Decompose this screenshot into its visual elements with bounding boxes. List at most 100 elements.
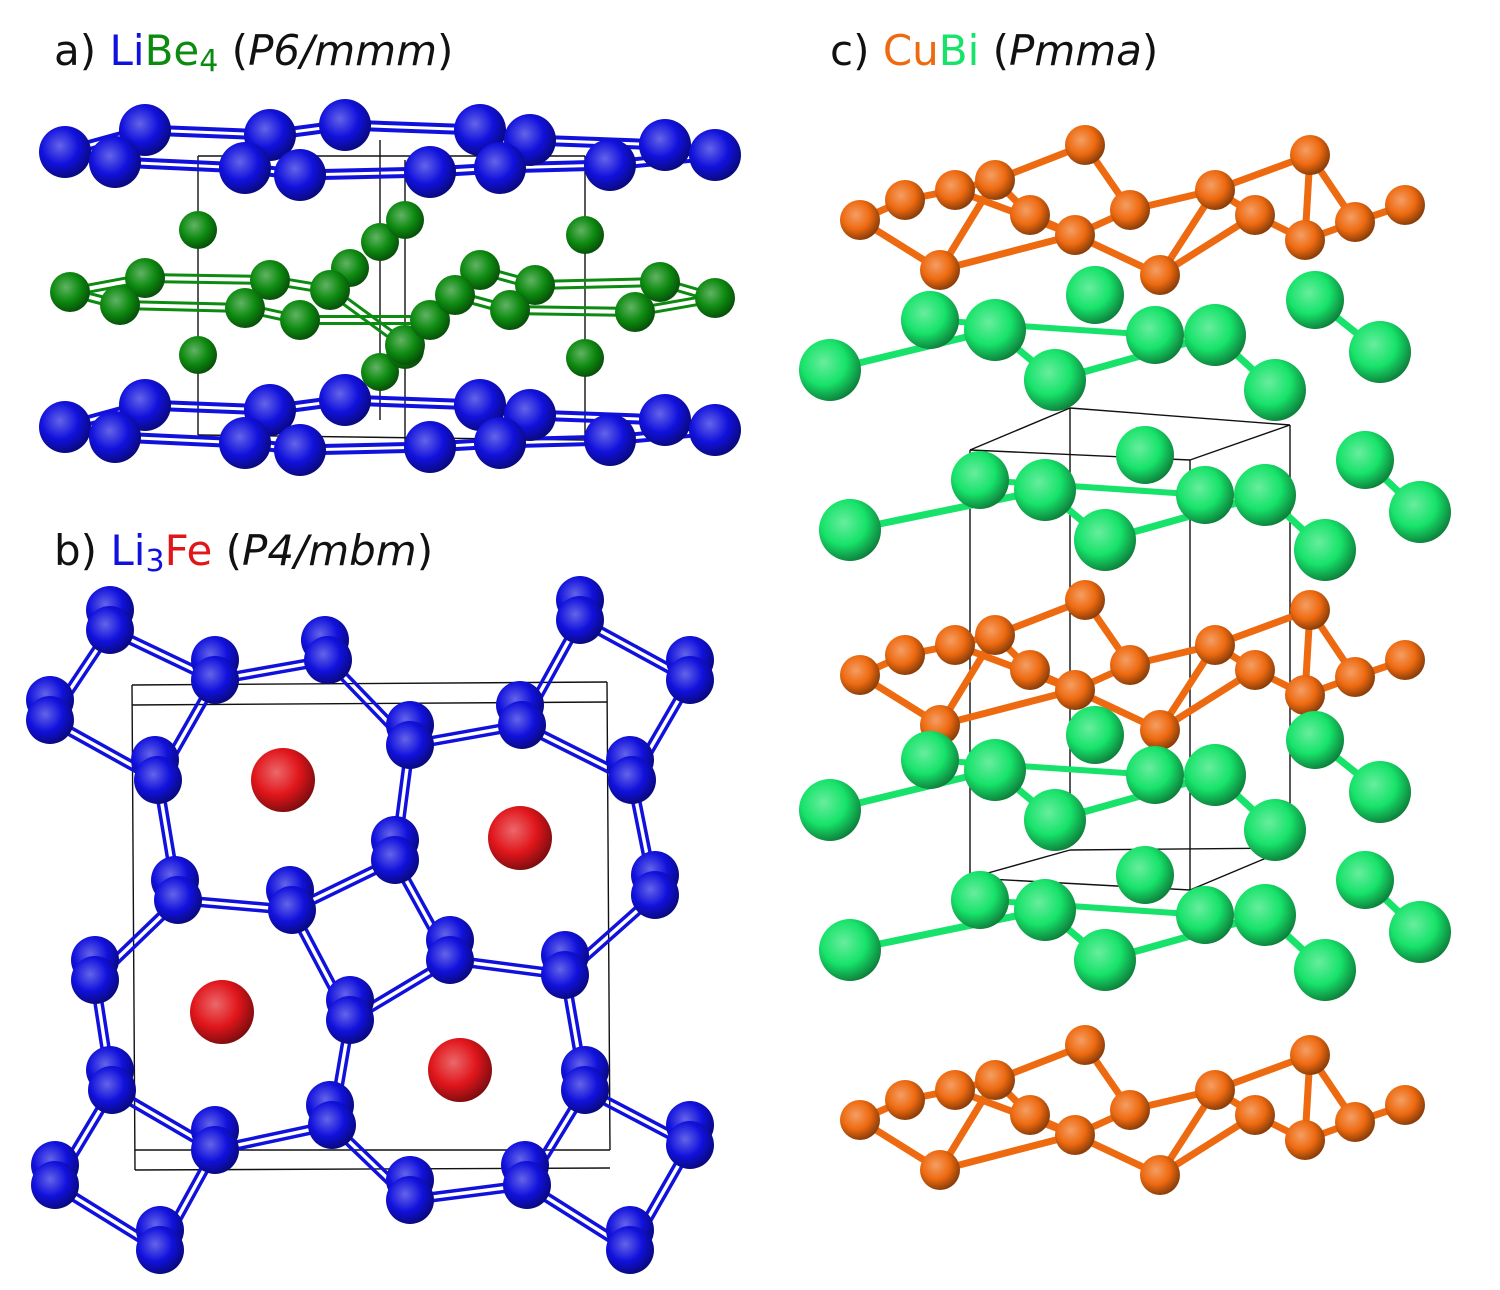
bi-atom: [1074, 509, 1136, 571]
bi-atom: [1116, 426, 1174, 484]
panel-c-title: c) CuBi (Pmma): [830, 30, 1158, 72]
panel-c-element-bi: Bi: [938, 26, 980, 75]
be-atom: [179, 336, 217, 374]
bi-atom: [964, 299, 1026, 361]
li-atom: [304, 636, 352, 684]
panel-b-close-paren: ): [416, 526, 434, 575]
bi-atom: [819, 499, 881, 561]
li-atom: [404, 146, 456, 198]
cu-atom: [840, 200, 880, 240]
bi-atom: [1024, 789, 1086, 851]
bi-atom: [951, 871, 1009, 929]
cu-atom: [1065, 125, 1105, 165]
bi-atom: [951, 451, 1009, 509]
fe-atom: [251, 748, 315, 812]
li-atom: [274, 149, 326, 201]
be-atom: [640, 262, 680, 302]
li-atom: [326, 996, 374, 1044]
cu-atom: [1290, 135, 1330, 175]
li-atom: [386, 1176, 434, 1224]
cu-cu-bond: [936, 1131, 1079, 1174]
li-atom: [666, 656, 714, 704]
panel-a-letter: a): [54, 26, 97, 75]
be-be-bond: [533, 283, 662, 290]
cu-atom: [1055, 1115, 1095, 1155]
panel-a-structure: [39, 99, 741, 476]
bi-atom: [964, 739, 1026, 801]
cu-atom: [1195, 625, 1235, 665]
cu-atom: [920, 250, 960, 290]
bi-atom: [1184, 744, 1246, 806]
cu-atom: [1285, 1120, 1325, 1160]
bi-atom: [1389, 481, 1451, 543]
li-atom: [86, 606, 134, 654]
li-atom: [541, 951, 589, 999]
li-atom: [386, 721, 434, 769]
be-atom: [410, 300, 450, 340]
li-atom: [274, 424, 326, 476]
li-atom: [219, 417, 271, 469]
panel-b-open-paren: (: [225, 526, 243, 575]
bi-atom: [1336, 851, 1394, 909]
bi-atom: [819, 919, 881, 981]
bi-atom: [1286, 271, 1344, 329]
be-be-bond: [118, 300, 247, 307]
panel-b-element-fe: Fe: [164, 526, 213, 575]
cu-atom: [885, 635, 925, 675]
cu-atom: [935, 170, 975, 210]
bi-atom: [1286, 711, 1344, 769]
bi-atom: [1294, 939, 1356, 1001]
cu-atom: [1285, 675, 1325, 715]
bi-atom: [1176, 466, 1234, 524]
be-atom: [566, 216, 604, 254]
be-atom: [250, 260, 290, 300]
bi-atom: [1244, 359, 1306, 421]
bi-atom: [1176, 886, 1234, 944]
bi-atom: [799, 779, 861, 841]
cu-atom: [1335, 1102, 1375, 1142]
be-atom: [515, 265, 555, 305]
be-atom: [386, 201, 424, 239]
li-atom: [503, 1161, 551, 1209]
panel-b-letter: b): [54, 526, 98, 575]
cu-atom: [975, 615, 1015, 655]
be-atom: [566, 339, 604, 377]
be-atom: [50, 272, 90, 312]
be-atom: [125, 258, 165, 298]
panel-a-element-be: Be: [144, 26, 200, 75]
be-atom: [310, 270, 350, 310]
be-be-bond: [143, 279, 272, 285]
cu-atom: [1010, 650, 1050, 690]
panel-c-spacegroup: Pmma: [1009, 26, 1142, 75]
li-atom: [584, 414, 636, 466]
li-atom: [191, 656, 239, 704]
li-atom: [561, 1066, 609, 1114]
bi-atom: [1066, 706, 1124, 764]
li-atom: [89, 136, 141, 188]
bi-bi-bond: [927, 757, 1158, 778]
li-atom: [308, 1101, 356, 1149]
li-atom: [219, 142, 271, 194]
cu-atom: [1065, 580, 1105, 620]
be-atom: [435, 275, 475, 315]
bi-atom: [1294, 519, 1356, 581]
cu-atom: [1235, 195, 1275, 235]
panel-b-structure: [26, 576, 714, 1274]
be-be-bond: [143, 273, 272, 279]
cu-atom: [1335, 202, 1375, 242]
bi-bi-bond: [977, 477, 1208, 498]
li-atom: [474, 417, 526, 469]
cu-atom: [1195, 170, 1235, 210]
fe-atom: [428, 1038, 492, 1102]
bi-atom: [1389, 901, 1451, 963]
cu-atom: [1385, 1085, 1425, 1125]
cu-atom: [1065, 1025, 1105, 1065]
li-atom: [631, 871, 679, 919]
cu-atom: [885, 180, 925, 220]
panel-a-spacegroup: P6/mmm: [248, 26, 438, 75]
li-atom: [89, 411, 141, 463]
fe-atom: [488, 806, 552, 870]
cu-atom: [840, 1100, 880, 1140]
